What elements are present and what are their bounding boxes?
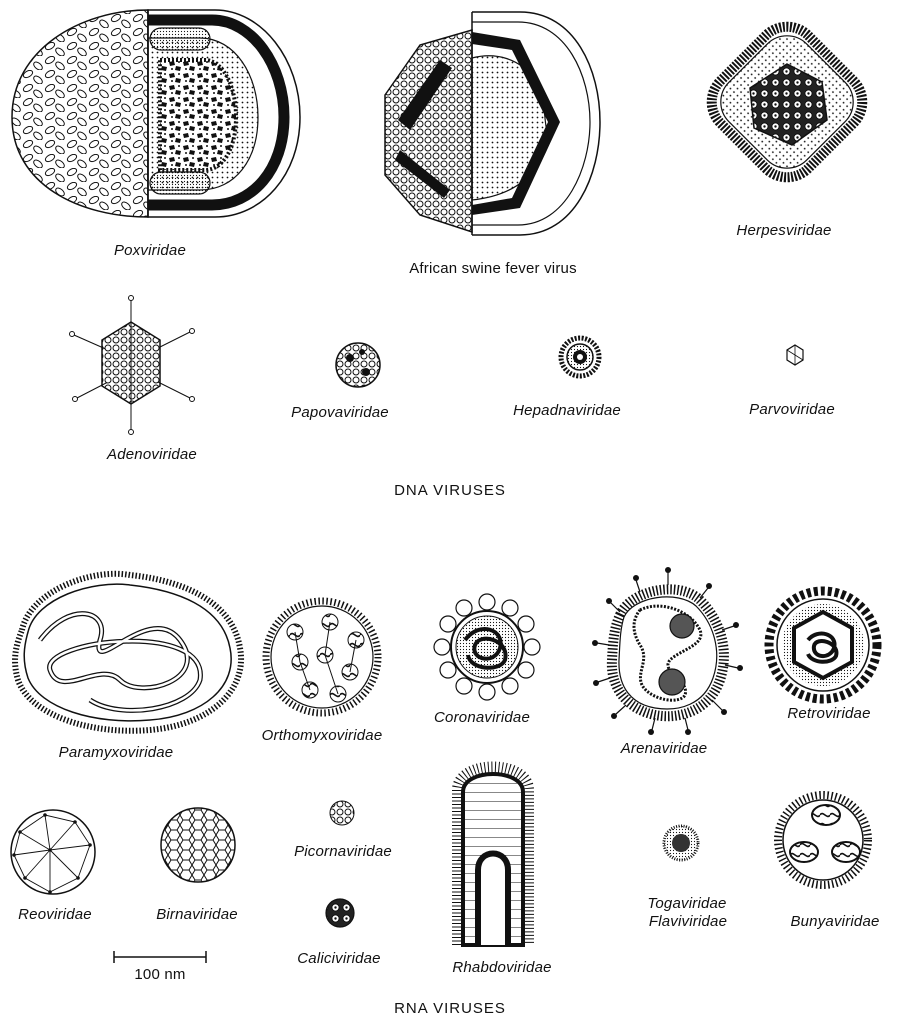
poxviridae-diagram (12, 10, 300, 217)
section-title-rna: RNA VIRUSES (394, 1000, 506, 1017)
label-poxviridae: Poxviridae (114, 242, 186, 259)
hepadnaviridae-diagram (561, 338, 599, 376)
reoviridae-diagram (11, 810, 95, 894)
rhabdoviridae-diagram (458, 768, 528, 946)
coronaviridae-diagram (434, 594, 540, 700)
label-birnaviridae: Birnaviridae (156, 906, 238, 923)
label-togaviridae: Togaviridae (647, 895, 726, 912)
label-flaviviridae: Flaviviridae (649, 913, 727, 930)
picornaviridae-diagram (330, 801, 354, 825)
label-picornaviridae: Picornaviridae (294, 843, 392, 860)
parvoviridae-diagram (787, 345, 803, 365)
label-herpesviridae: Herpesviridae (736, 222, 831, 239)
herpesviridae-diagram (699, 14, 874, 189)
label-parvoviridae: Parvoviridae (749, 401, 835, 418)
birnaviridae-diagram (161, 808, 235, 882)
label-adenoviridae: Adenoviridae (107, 446, 197, 463)
togaviridae-flaviviridae-diagram (664, 826, 698, 860)
papovaviridae-diagram (336, 343, 380, 387)
label-caliciviridae: Caliciviridae (297, 950, 380, 967)
label-hepadnaviridae: Hepadnaviridae (513, 402, 621, 419)
african-swine-fever-virus-diagram (385, 12, 600, 235)
scale-bar (114, 951, 206, 963)
label-coronaviridae: Coronaviridae (434, 709, 530, 726)
bunyaviridae-diagram (778, 795, 868, 885)
label-paramyxoviridae: Paramyxoviridae (59, 744, 174, 761)
adenoviridae-diagram (70, 296, 195, 435)
label-orthomyxoviridae: Orthomyxoviridae (262, 727, 383, 744)
label-arenaviridae: Arenaviridae (621, 740, 708, 757)
label-retroviridae: Retroviridae (787, 705, 870, 722)
paramyxoviridae-diagram (15, 574, 241, 731)
label-papovaviridae: Papovaviridae (291, 404, 389, 421)
retroviridae-diagram (769, 591, 877, 699)
caliciviridae-diagram (326, 899, 354, 927)
arenaviridae-diagram (592, 567, 743, 735)
scale-bar-label: 100 nm (134, 966, 185, 983)
label-rhabdoviridae: Rhabdoviridae (452, 959, 551, 976)
label-african-swine-fever-virus: African swine fever virus (409, 260, 577, 277)
label-reoviridae: Reoviridae (18, 906, 92, 923)
orthomyxoviridae-diagram (266, 601, 378, 713)
label-bunyaviridae: Bunyaviridae (790, 913, 879, 930)
section-title-dna: DNA VIRUSES (394, 482, 506, 499)
